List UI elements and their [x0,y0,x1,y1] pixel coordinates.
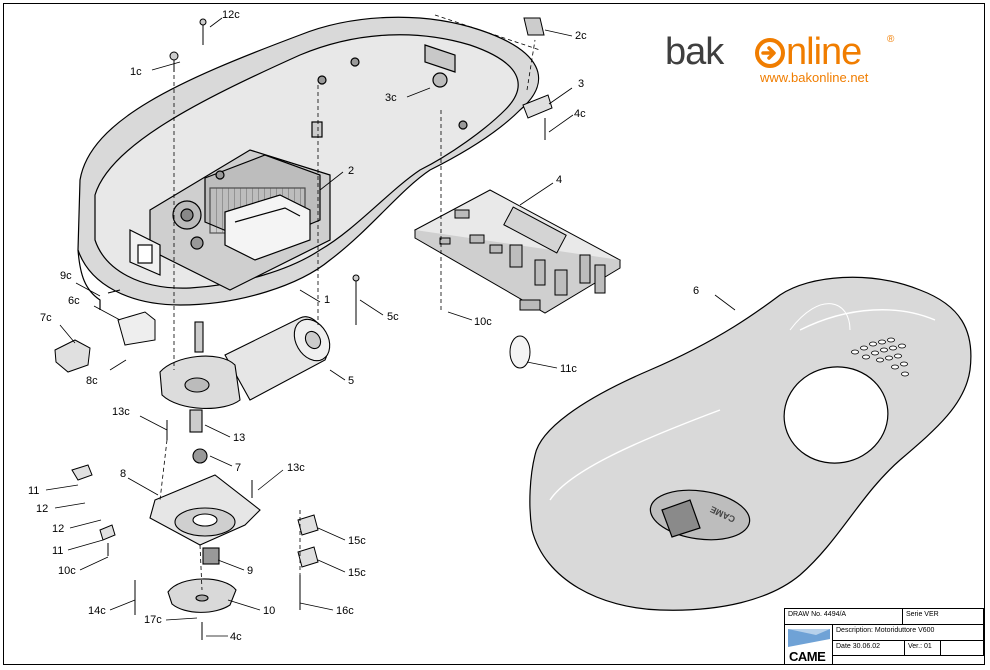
callout-4: 4 [556,174,562,186]
small-parts [54,17,553,568]
callout-8c: 8c [86,375,98,387]
logo-prefix: bak [665,31,724,73]
callout-1c: 1c [130,66,142,78]
draw-number: DRAW No. 4494/A [785,609,903,625]
callout-1: 1 [324,294,330,306]
callout-7: 7 [235,462,241,474]
serie-label: Serie VER [903,609,984,625]
callout-5: 5 [348,375,354,387]
callout-5c: 5c [387,311,399,323]
assembly-guide-lines [159,14,541,591]
callout-2: 2 [348,165,354,177]
callout-15c-b: 15c [348,567,366,579]
callout-13c-b: 13c [287,462,305,474]
callout-4c-top: 4c [574,108,586,120]
callout-14c: 14c [88,605,106,617]
logo-suffix: nline [786,31,862,73]
came-logo-icon [788,629,830,647]
callout-11-a: 11 [28,485,39,497]
callout-10c-b: 10c [58,565,76,577]
callout-10: 10 [263,605,275,617]
motor-part-5 [159,316,331,409]
callout-12-a: 12 [36,503,48,515]
callout-3: 3 [578,78,584,90]
callout-11-b: 11 [52,545,63,557]
callout-11c: 11c [560,363,577,375]
came-brand: CAME [789,649,826,664]
callout-6: 6 [693,285,699,297]
gear-assembly [149,409,261,613]
title-block-blank [941,641,984,656]
callout-3c: 3c [385,92,397,104]
callout-15c-a: 15c [348,535,366,547]
callout-6c: 6c [68,295,80,307]
callout-9c: 9c [60,270,72,282]
callout-16c: 16c [336,605,354,617]
callout-labels: 12c 1c 2c 3c 3 4c 2 4 9c 6c 1 5c 7c 10c … [28,9,699,643]
callout-12-b: 12 [52,523,64,535]
version: Ver.: 01 [905,641,941,656]
callout-17c: 17c [144,614,162,626]
came-brand-box: CAME [785,625,833,664]
callout-10c-top: 10c [474,316,492,328]
drawing-frame [3,3,985,665]
callout-7c: 7c [40,312,52,324]
arrow-circle-icon [755,38,785,68]
housing-part-1 [77,16,540,310]
callout-13c-a: 13c [112,406,130,418]
callout-12c: 12c [222,9,240,21]
control-board-part-4 [413,189,622,314]
callout-2c: 2c [575,30,587,42]
callout-8: 8 [120,468,126,480]
callout-13: 13 [233,432,245,444]
logo-url[interactable]: www.bakonline.net [760,70,869,85]
bakonline-logo[interactable]: bak nline ® www.bakonline.net [665,30,915,90]
title-block: DRAW No. 4494/A Serie VER CAME Descripti… [784,608,984,664]
screws [107,18,546,640]
description: Description: Motoriduttore V600 [833,625,984,641]
date: Date 30.06.02 [833,641,905,656]
callout-4c-b: 4c [230,631,242,643]
callout-9: 9 [247,565,253,577]
cover-part-6: CAME [529,276,972,611]
registered-mark: ® [887,34,895,45]
callout-leaders [45,17,736,637]
